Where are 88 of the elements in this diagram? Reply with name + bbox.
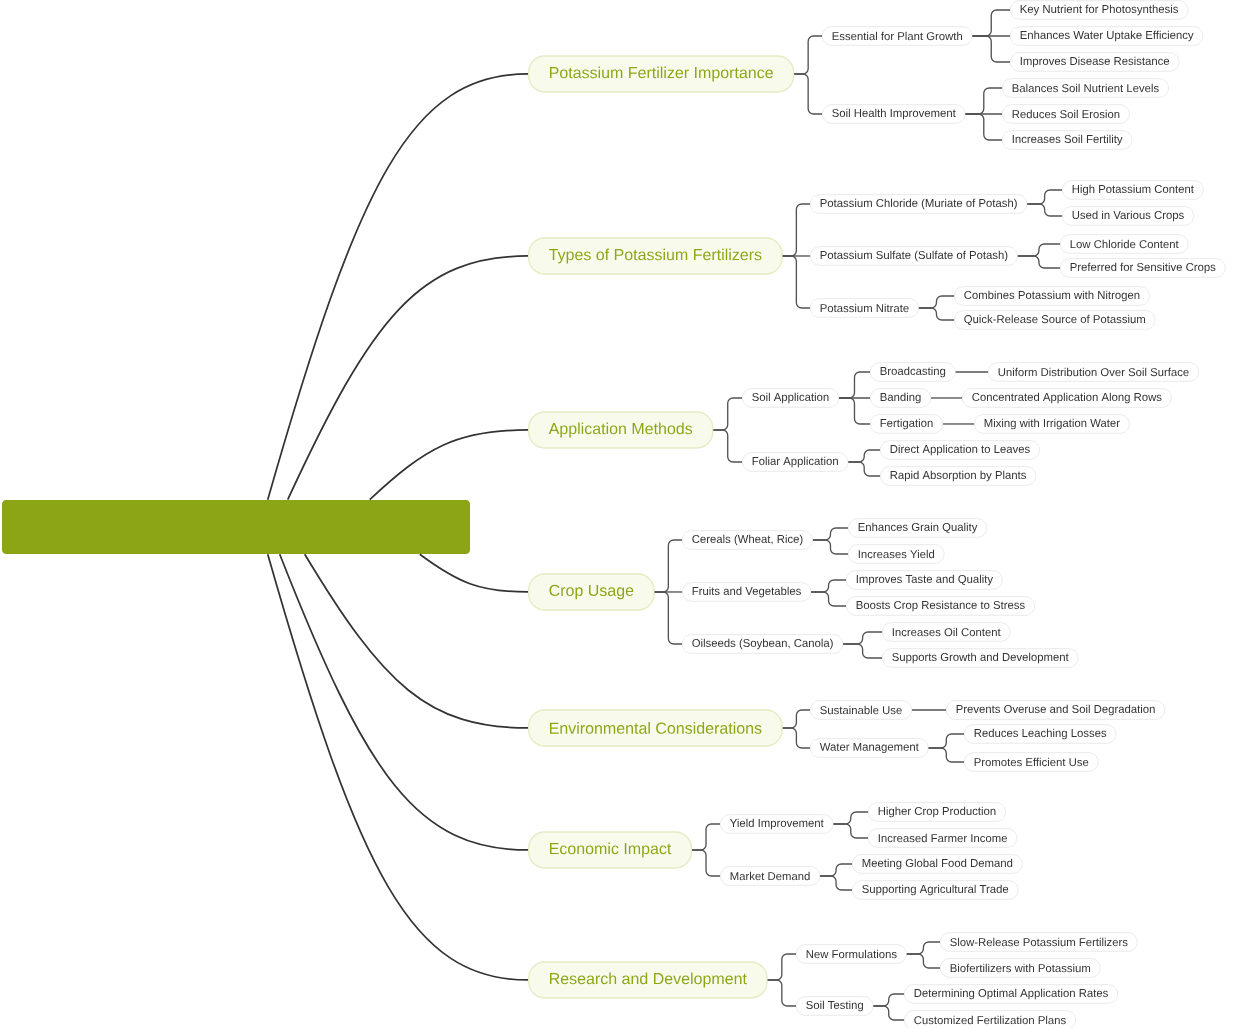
topic-box: New Formulations (796, 944, 907, 964)
connector (872, 1005, 905, 1021)
topic-box: Water Management (810, 738, 929, 758)
topic-box: Mixing with Irrigation Water (974, 414, 1130, 434)
connector (838, 397, 871, 425)
connector (286, 255, 529, 501)
connector (911, 709, 947, 711)
topic-box: Biofertilizers with Potassium (940, 958, 1101, 978)
topic-box: Slow-Release Potassium Fertilizers (940, 932, 1138, 952)
topic-box: Enhances Water Uptake Efficiency (1010, 26, 1204, 46)
topic-box: Prevents Overuse and Soil Degradation (946, 700, 1166, 720)
topic-box: Concentrated Application Along Rows (962, 388, 1172, 408)
topic-box: Potassium Sulfate (Sulfate of Potash) (810, 246, 1018, 266)
connector (819, 875, 853, 891)
connector (812, 539, 849, 555)
topic-box: Low Chloride Content (1060, 234, 1189, 254)
connector (906, 953, 941, 969)
connector (303, 553, 529, 729)
branch-box: Economic Impact (528, 831, 693, 869)
topic-box: Increased Farmer Income (868, 828, 1018, 848)
topic-box: Enhances Grain Quality (848, 518, 988, 538)
topic-box: Banding (870, 388, 932, 408)
topic-box: Cereals (Wheat, Rice) (682, 530, 813, 550)
topic-box: Rapid Absorption by Plants (880, 466, 1037, 486)
topic-box: Foliar Application (742, 452, 849, 472)
branch-box: Types of Potassium Fertilizers (528, 237, 783, 275)
topic-box: Higher Crop Production (868, 802, 1006, 822)
connector (810, 591, 847, 607)
topic-box: Fertigation (870, 414, 943, 434)
topic-box: Direct Application to Leaves (880, 440, 1040, 460)
topic-box: Reduces Leaching Losses (964, 724, 1117, 744)
topic-box: Customized Fertilization Plans (904, 1010, 1076, 1028)
topic-box: Soil Application (742, 388, 839, 408)
topic-box: Essential for Plant Growth (822, 26, 973, 46)
connector (842, 643, 883, 659)
topic-box: Used in Various Crops (1062, 206, 1194, 226)
topic-box: Oilseeds (Soybean, Canola) (682, 634, 844, 654)
topic-box: Potassium Nitrate (810, 298, 919, 318)
topic-box: Quick-Release Source of Potassium (954, 310, 1156, 330)
topic-box: Determining Optimal Application Rates (904, 984, 1119, 1004)
connector (832, 823, 869, 839)
topic-box: Broadcasting (870, 362, 956, 382)
topic-box: Market Demand (720, 866, 821, 886)
connector (418, 553, 529, 593)
branch-box: Crop Usage (528, 573, 655, 611)
root-box (2, 500, 470, 554)
connector (971, 35, 1011, 63)
connector (954, 371, 989, 373)
connector (927, 747, 965, 763)
topic-box: Increases Soil Fertility (1002, 130, 1133, 150)
connector (942, 423, 975, 425)
topic-box: Balances Soil Nutrient Levels (1002, 78, 1169, 98)
topic-box: Increases Yield (848, 544, 945, 564)
connector (918, 307, 955, 321)
topic-box: Supporting Agricultural Trade (852, 880, 1019, 900)
topic-box: Preferred for Sensitive Crops (1060, 258, 1226, 278)
topic-box: Supports Growth and Development (882, 648, 1079, 668)
connector (847, 461, 881, 477)
topic-box: Combines Potassium with Nitrogen (954, 286, 1150, 306)
topic-box: Boosts Crop Resistance to Stress (846, 596, 1035, 616)
topic-box: Yield Improvement (720, 814, 834, 834)
topic-box: Soil Testing (796, 996, 874, 1016)
branch-box: Research and Development (528, 961, 768, 999)
connector (1017, 255, 1061, 269)
topic-box: High Potassium Content (1062, 180, 1204, 200)
connector (930, 397, 963, 399)
connector (278, 553, 529, 851)
topic-box: Meeting Global Food Demand (852, 854, 1023, 874)
topic-box: Increases Oil Content (882, 622, 1011, 642)
topic-box: Improves Disease Resistance (1010, 52, 1180, 72)
topic-box: Key Nutrient for Photosynthesis (1010, 0, 1189, 20)
topic-box: Promotes Efficient Use (964, 752, 1099, 772)
topic-box: Sustainable Use (810, 700, 912, 720)
connector (782, 727, 811, 749)
branch-box: Potassium Fertilizer Importance (528, 55, 795, 93)
branch-box: Application Methods (528, 411, 714, 449)
branch-box: Environmental Considerations (528, 709, 783, 747)
connector (964, 113, 1003, 141)
connector (368, 429, 529, 501)
topic-box: Reduces Soil Erosion (1002, 104, 1130, 124)
topic-box: Potassium Chloride (Muriate of Potash) (810, 194, 1028, 214)
connector (266, 553, 529, 981)
connector (1026, 203, 1063, 217)
topic-box: Uniform Distribution Over Soil Surface (988, 362, 1199, 382)
topic-box: Soil Health Improvement (822, 104, 966, 124)
connector (266, 73, 529, 501)
topic-box: Improves Taste and Quality (846, 570, 1003, 590)
topic-box: Fruits and Vegetables (682, 582, 812, 602)
